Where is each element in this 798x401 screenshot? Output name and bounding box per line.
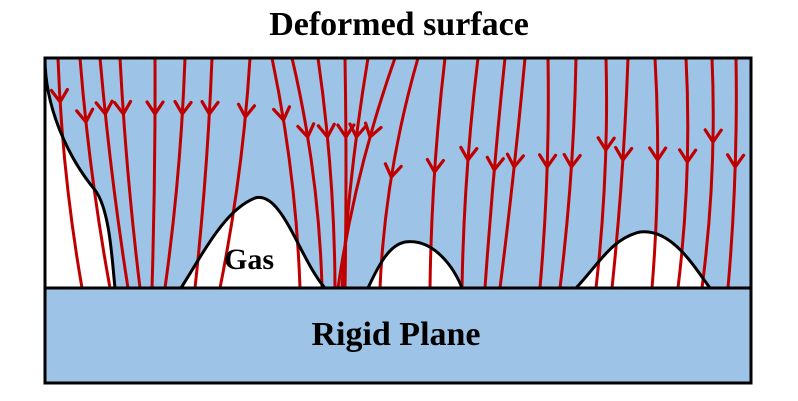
field-line <box>483 56 507 290</box>
chevron-down-icon <box>316 122 336 140</box>
field-line <box>650 56 660 290</box>
field-line <box>56 56 84 290</box>
field-line <box>610 56 630 290</box>
field-line <box>218 56 252 290</box>
field-line <box>98 56 130 290</box>
chevron-down-icon <box>200 99 220 117</box>
chevron-down-icon <box>173 99 193 117</box>
field-line <box>538 56 550 290</box>
rigid-plane-label: Rigid Plane <box>311 316 480 353</box>
surface-outline-right <box>574 230 712 290</box>
chevron-down-icon <box>94 99 114 117</box>
diagram-title: Deformed surface <box>269 6 529 43</box>
chevron-down-icon <box>596 136 616 153</box>
chevron-down-icon <box>485 155 505 173</box>
gas-pocket-main <box>181 197 325 288</box>
surface-outline-main <box>179 196 327 289</box>
chevron-down-icon <box>112 99 133 117</box>
field-line <box>163 56 187 290</box>
chevron-down-icon <box>678 148 698 165</box>
chevron-down-icon <box>505 152 525 170</box>
chevron-down-icon <box>272 105 292 123</box>
chevron-down-icon <box>725 153 746 170</box>
chevron-down-icon <box>363 121 383 140</box>
field-line <box>700 56 715 290</box>
field-line <box>460 56 480 290</box>
rigid-plane <box>43 286 753 385</box>
gas-pocket-right <box>576 231 710 288</box>
field-line <box>290 56 324 290</box>
chevron-down-icon <box>459 145 479 163</box>
field-line <box>558 56 578 290</box>
chevron-down-icon <box>383 162 403 180</box>
chevron-down-icon <box>49 87 69 105</box>
gas-pocket-middle <box>368 241 462 288</box>
field-line <box>270 56 302 290</box>
chevron-down-icon <box>614 145 634 163</box>
chevron-down-icon <box>537 153 558 170</box>
field-line <box>336 56 397 290</box>
field-line <box>676 56 690 290</box>
chevron-down-icon <box>425 157 445 175</box>
chevron-down-icon <box>348 122 368 140</box>
field-line <box>498 56 527 290</box>
gas-label: Gas <box>224 243 274 276</box>
chevron-down-icon <box>562 152 582 170</box>
chevron-down-icon <box>703 128 723 145</box>
chevron-down-icon <box>75 107 95 125</box>
field-line <box>726 56 738 290</box>
chevron-down-icon <box>236 102 257 120</box>
field-line <box>118 56 142 290</box>
surface-outline-left <box>43 57 117 289</box>
field-lines <box>49 56 746 290</box>
gas-wedge-left <box>45 58 115 288</box>
surface-outlines <box>43 57 712 290</box>
field-line <box>150 56 157 290</box>
field-line <box>316 56 337 290</box>
chevron-down-icon <box>145 100 165 117</box>
field-line <box>78 56 112 290</box>
surface-outline-middle <box>366 240 464 289</box>
chevron-down-icon <box>648 146 668 163</box>
chevron-down-icon <box>296 122 316 140</box>
